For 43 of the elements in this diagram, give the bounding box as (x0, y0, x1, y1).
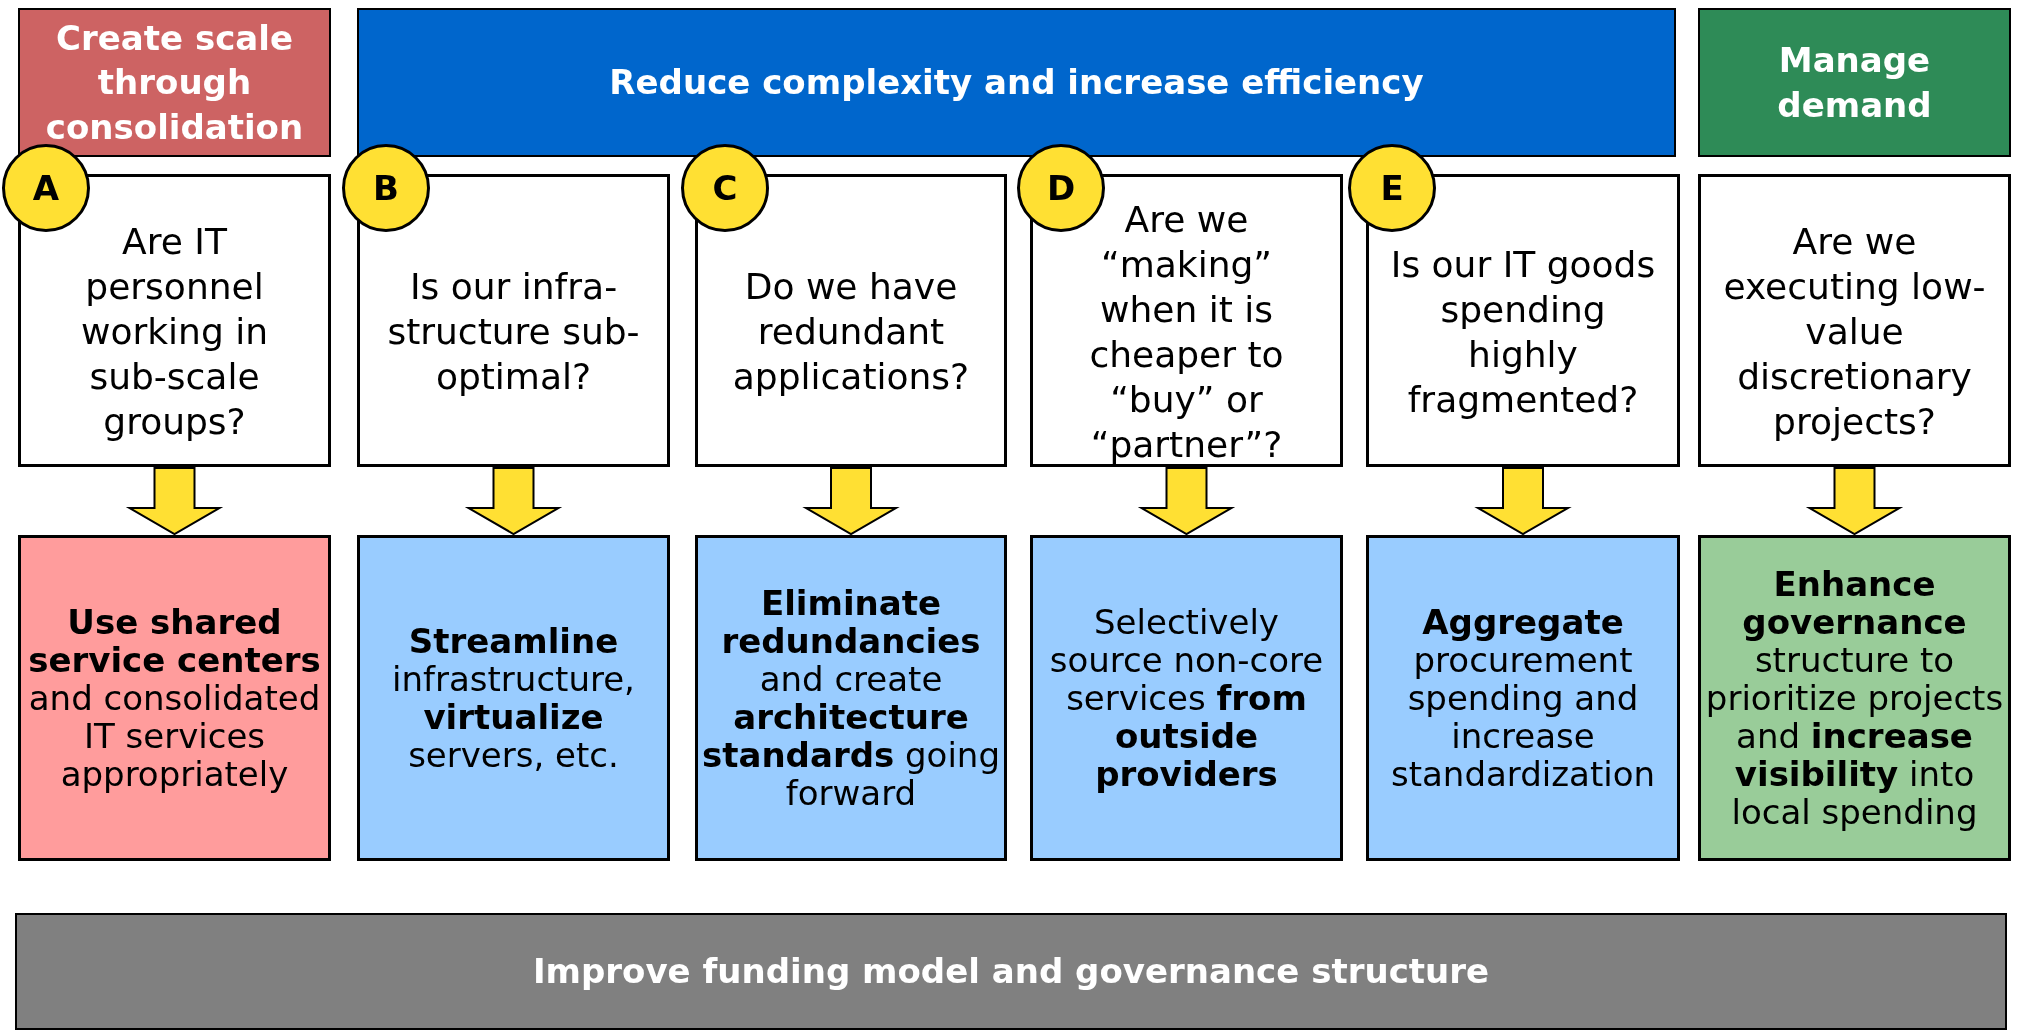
block-arrow (1137, 467, 1236, 536)
question-box (18, 174, 331, 467)
action-text: Aggregate procurement spending and increase standardization (1389, 602, 1657, 794)
banner-title: Create scale through consolidation (44, 17, 305, 149)
banner-title: Improve funding model and governance structure (532, 950, 1490, 994)
question-box (1030, 174, 1343, 467)
banner-box (357, 8, 1676, 157)
action-box (695, 535, 1007, 861)
action-text: Selectively source non-core services from outside providers (1048, 602, 1325, 794)
action-box (18, 535, 331, 861)
question-text: Are we executing low-value discretionary projects? (1722, 220, 1987, 444)
action-text: Enhance governance structure to prioritize projects and increase visibility into local spending (1704, 564, 2005, 832)
question-text: Are IT personnel working in sub-scale groups? (79, 220, 270, 444)
action-text: Streamline infrastructure, virtualize servers, etc. (391, 621, 636, 775)
block-arrow (464, 467, 563, 536)
question-box (695, 174, 1007, 467)
action-text: Eliminate redundancies and create architecture standards going forward (701, 583, 1001, 813)
banner-box (18, 8, 331, 157)
action-text: Use shared service centers and consolidated IT services appropriately (27, 602, 322, 794)
badge-letter: B (373, 168, 399, 208)
banner-title: Reduce complexity and increase efficiency (609, 61, 1424, 105)
badge-letter: E (1380, 168, 1404, 208)
question-box (357, 174, 670, 467)
question-text: Is our infra-structure sub-optimal? (386, 265, 641, 399)
question-box (1366, 174, 1680, 467)
action-box (1366, 535, 1680, 861)
action-box (1030, 535, 1343, 861)
banner-title: Manage demand (1776, 39, 1933, 127)
banner-box (15, 913, 2007, 1030)
block-arrow (125, 467, 224, 536)
banner-box (1698, 8, 2011, 157)
question-text: Do we have redundant applications? (731, 265, 971, 399)
badge-letter: A (32, 168, 60, 208)
badge-letter: D (1046, 168, 1076, 208)
block-arrow (1805, 467, 1904, 536)
block-arrow (802, 467, 900, 536)
question-text: Is our IT goods spending highly fragmented? (1389, 242, 1657, 422)
block-arrow (1474, 467, 1572, 536)
question-text: Are we “making” when it is cheaper to “buy” or “partner”? (1088, 197, 1285, 467)
action-box (357, 535, 670, 861)
badge-letter: C (712, 168, 738, 208)
action-box (1698, 535, 2011, 861)
question-box (1698, 174, 2011, 467)
